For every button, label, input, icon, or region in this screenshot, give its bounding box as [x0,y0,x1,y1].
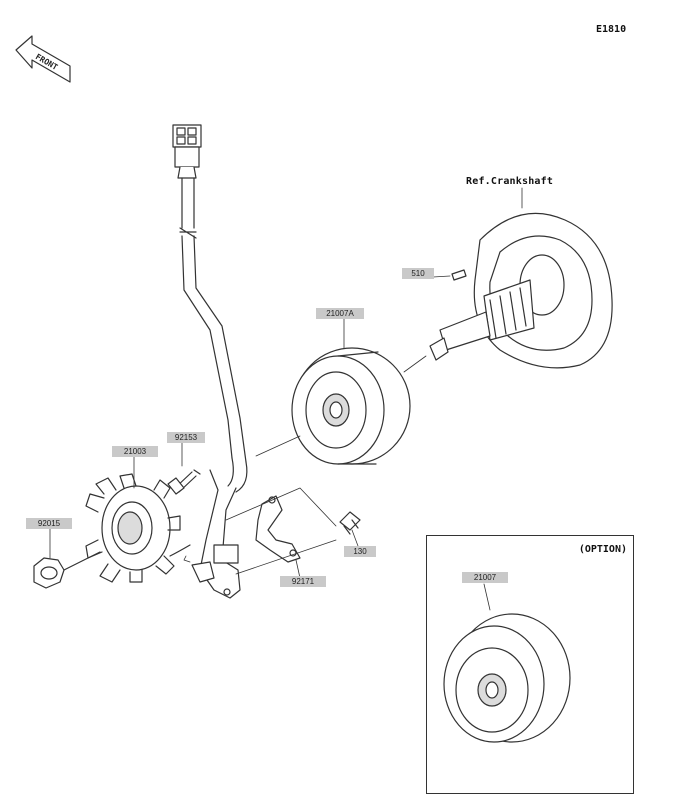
bracket [169,469,241,599]
stator [85,473,181,583]
diagram-code: E1810 [596,24,627,35]
wire-harness [172,124,248,493]
option-title: (OPTION) [578,544,627,555]
part-label-92171[interactable]: 92171 [280,576,326,587]
plate-92171 [255,495,301,563]
nut [33,551,101,589]
bolt-130 [339,511,361,535]
reference-crankshaft: Ref.Crankshaft [466,176,554,187]
flywheel-21007A [291,347,411,465]
part-label-92153[interactable]: 92153 [167,432,205,443]
part-label-21003[interactable]: 21003 [112,446,158,457]
crankshaft [429,212,613,369]
part-label-21007[interactable]: 21007 [462,572,508,583]
part-label-130[interactable]: 130 [344,546,376,557]
front-arrow-icon: FRONT [15,35,71,83]
part-label-510[interactable]: 510 [402,268,434,279]
part-label-21007A[interactable]: 21007A [316,308,364,319]
option-box: (OPTION) [426,535,634,794]
flywheel-21007 [443,613,571,743]
bolt-92153 [167,469,201,495]
part-label-92015[interactable]: 92015 [26,518,72,529]
